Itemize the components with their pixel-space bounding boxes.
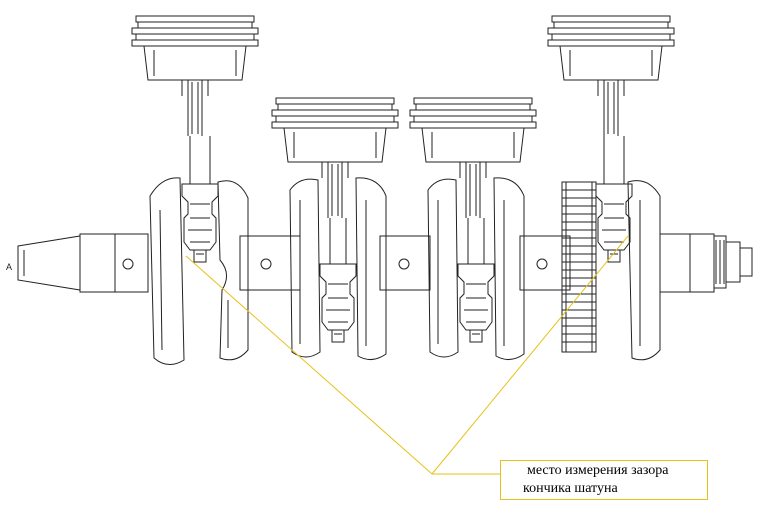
piston-3	[409, 97, 537, 219]
measurement-callout: место измерения зазора кончика шатуна	[500, 460, 708, 500]
end-mark-label: A	[6, 262, 12, 272]
timing-gear	[561, 181, 597, 353]
connecting-rod-3	[457, 218, 495, 343]
callout-line-2: кончика шатуна	[523, 481, 618, 496]
counterweights	[149, 177, 661, 365]
piston-4	[547, 15, 675, 137]
connecting-rod-1	[181, 136, 219, 263]
piston-2	[271, 97, 399, 219]
callout-line-1: место измерения зазора	[527, 463, 669, 478]
connecting-rod-4	[595, 136, 633, 263]
crankshaft-nose	[713, 235, 753, 289]
connecting-rod-2	[319, 218, 357, 343]
callout-leader-lines	[185, 235, 629, 475]
piston-1	[131, 15, 259, 137]
